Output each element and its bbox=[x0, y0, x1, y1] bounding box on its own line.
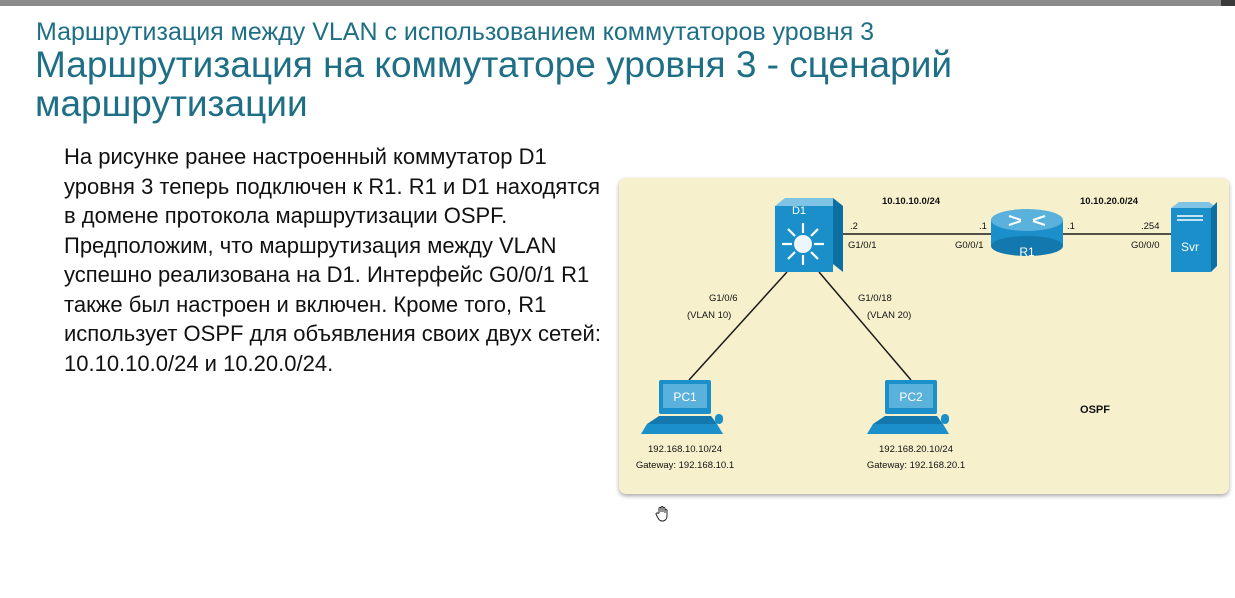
d1-label: D1 bbox=[792, 205, 806, 217]
topology-svg: D1 R1 Svr bbox=[636, 196, 1217, 471]
svr-host-label: .254 bbox=[1141, 221, 1160, 232]
svr-label: Svr bbox=[1181, 240, 1199, 254]
network-d1-r1-label: 10.10.10.0/24 bbox=[882, 196, 941, 207]
pc1-port-label: G1/0/6 bbox=[709, 293, 738, 304]
r1-label: R1 bbox=[1019, 245, 1035, 259]
r1-left-port-label: G0/0/1 bbox=[955, 240, 984, 251]
r1-left-host-label: .1 bbox=[979, 221, 987, 232]
pc1-ip-label: 192.168.10.10/24 bbox=[648, 444, 722, 455]
link-d1-pc1 bbox=[688, 271, 788, 381]
d1-host-label: .2 bbox=[850, 221, 858, 232]
r1-right-host-label: .1 bbox=[1067, 221, 1075, 232]
server-icon bbox=[1171, 202, 1217, 272]
topology-diagram: D1 R1 Svr bbox=[619, 178, 1229, 494]
d1-port-label: G1/0/1 bbox=[848, 240, 877, 251]
pc2-vlan-label: (VLAN 20) bbox=[867, 310, 911, 321]
pc1-gateway-label: Gateway: 192.168.10.1 bbox=[636, 460, 734, 471]
slide-subtitle: Маршрутизация между VLAN с использование… bbox=[36, 18, 875, 46]
hand-cursor-icon bbox=[655, 506, 668, 522]
slide-title: Маршрутизация на коммутаторе уровня 3 - … bbox=[35, 44, 953, 124]
pc1-icon bbox=[641, 380, 723, 434]
r1-right-port-label: G0/0/0 bbox=[1131, 240, 1160, 251]
pc2-ip-label: 192.168.20.10/24 bbox=[879, 444, 953, 455]
ospf-domain-label: OSPF bbox=[1080, 404, 1110, 416]
window-top-bar-end bbox=[1221, 0, 1235, 6]
body-paragraph: На рисунке ранее настроенный коммутатор … bbox=[64, 144, 601, 376]
window-top-bar bbox=[0, 0, 1235, 6]
pc1-vlan-label: (VLAN 10) bbox=[687, 310, 731, 321]
network-r1-svr-label: 10.10.20.0/24 bbox=[1080, 196, 1139, 207]
router-icon bbox=[991, 209, 1063, 256]
layer3-switch-icon bbox=[775, 198, 843, 272]
pc2-gateway-label: Gateway: 192.168.20.1 bbox=[867, 460, 965, 471]
pc2-label: PC2 bbox=[899, 390, 923, 404]
pc2-icon bbox=[867, 380, 949, 434]
pc1-label: PC1 bbox=[673, 390, 697, 404]
link-d1-pc2 bbox=[818, 271, 912, 381]
pc2-port-label: G1/0/18 bbox=[858, 293, 892, 304]
